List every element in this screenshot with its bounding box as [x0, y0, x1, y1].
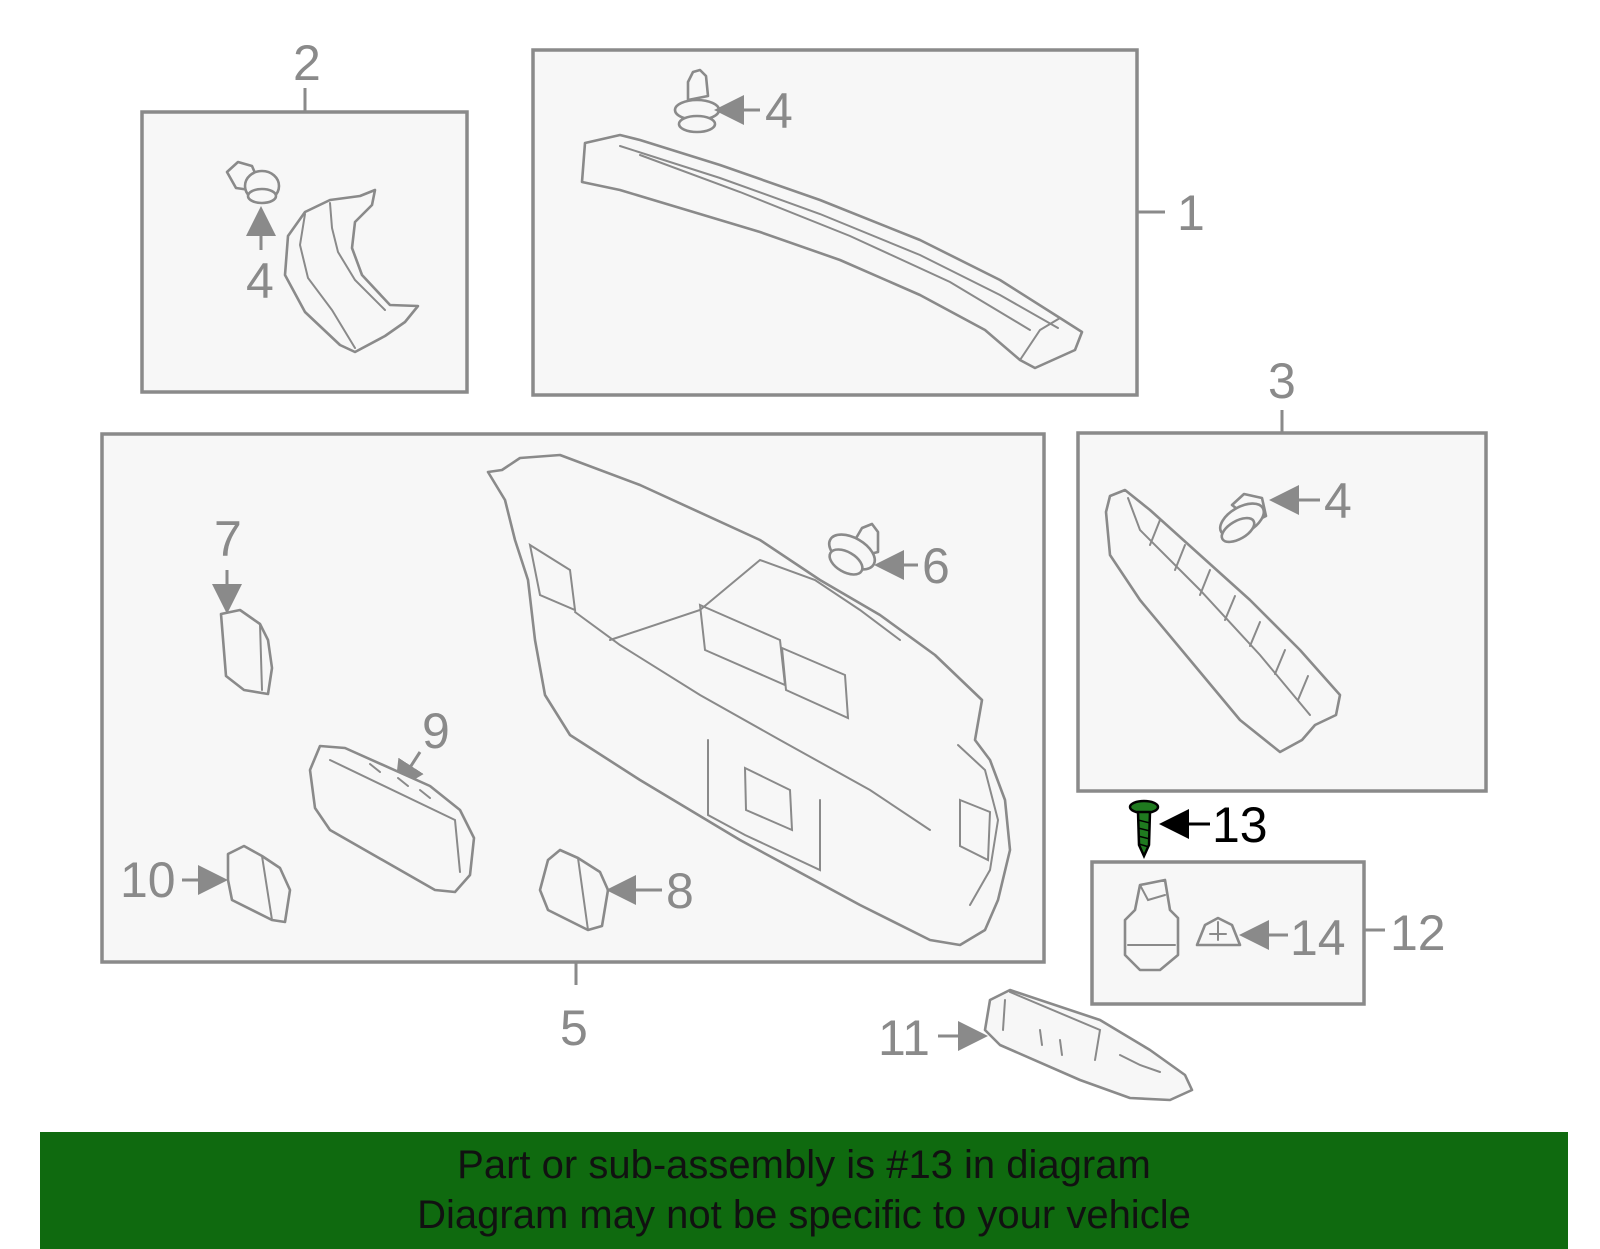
banner-line-1: Part or sub-assembly is #13 in diagram — [457, 1143, 1151, 1187]
banner-line-2: Diagram may not be specific to your vehi… — [417, 1193, 1191, 1237]
callout-14: 14 — [1290, 910, 1346, 966]
callout-4-box2: 4 — [246, 253, 274, 309]
upper-trim-strip-part-1 — [580, 133, 1084, 370]
pull-handle-part-9 — [308, 744, 476, 894]
screw-part-13 — [1128, 799, 1160, 860]
callout-4-box1: 4 — [765, 83, 793, 139]
callout-8: 8 — [666, 863, 694, 919]
box-part-12: 12 14 — [1090, 860, 1446, 1006]
info-banner: Part or sub-assembly is #13 in diagram D… — [40, 1132, 1568, 1249]
box-part-5: 5 6 7 9 — [100, 432, 1046, 1056]
callout-2: 2 — [293, 35, 321, 91]
callout-11: 11 — [878, 1010, 930, 1066]
callout-10: 10 — [120, 852, 176, 908]
callout-1: 1 — [1177, 185, 1205, 241]
clip-part-4 — [1218, 492, 1268, 544]
side-bracket-part-2 — [283, 188, 420, 354]
callout-3: 3 — [1268, 353, 1296, 409]
liftgate-trim-panel-part-5 — [486, 453, 1012, 947]
cover-part-7 — [219, 608, 274, 696]
callout-7: 7 — [214, 511, 242, 567]
callout-9: 9 — [422, 703, 450, 759]
lamp-part-11 — [983, 988, 1194, 1102]
cap-part-10 — [226, 844, 292, 924]
callout-4-box3: 4 — [1324, 473, 1352, 529]
callout-12: 12 — [1390, 905, 1446, 961]
callout-6: 6 — [922, 538, 950, 594]
switch-part-12 — [1123, 878, 1180, 972]
box-part-2: 2 4 — [140, 35, 469, 394]
callout-5: 5 — [560, 1000, 588, 1056]
clip-part-4 — [225, 160, 281, 205]
callout-13: 13 — [1212, 797, 1268, 853]
cover-part-8 — [538, 848, 610, 932]
box-part-3: 3 4 — [1076, 353, 1488, 793]
boot-part-14 — [1195, 916, 1242, 947]
clip-part-6 — [827, 522, 880, 576]
box-part-1: 1 4 — [531, 48, 1205, 397]
side-trim-part-3 — [1104, 488, 1342, 754]
parts-diagram: 2 4 1 4 — [100, 35, 1488, 1102]
